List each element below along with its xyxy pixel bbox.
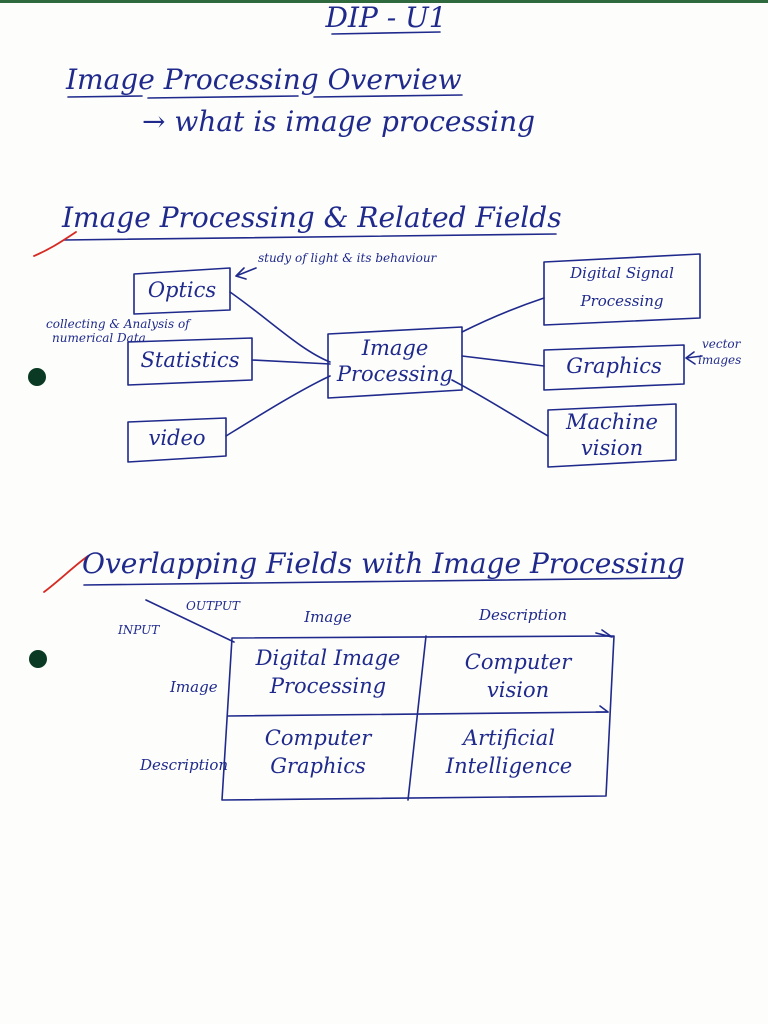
node-optics: Optics bbox=[147, 278, 217, 302]
note-statistics-line1: collecting & Analysis of bbox=[46, 317, 190, 331]
connector-statistics bbox=[251, 359, 331, 365]
cell-ai-line1: Artificial bbox=[462, 726, 556, 750]
cell-cg-line2: Graphics bbox=[270, 754, 366, 778]
row-header-description: Description bbox=[140, 756, 229, 774]
hole-punch-upper bbox=[28, 368, 46, 386]
related-heading: Image Processing & Related Fields bbox=[62, 201, 562, 234]
node-dsp-line2: Processing bbox=[580, 292, 664, 310]
overlap-heading: Overlapping Fields with Image Processing bbox=[82, 547, 685, 580]
overview-item: → what is image processing bbox=[142, 105, 536, 138]
input-output-diagonal bbox=[145, 599, 235, 643]
node-image-processing-line2: Processing bbox=[336, 362, 454, 386]
page-title: DIP - U1 bbox=[325, 1, 447, 34]
axis-input-label: INPUT bbox=[118, 623, 160, 637]
box-dsp bbox=[543, 253, 701, 326]
arrow-optics-note bbox=[235, 267, 257, 280]
box-graphics bbox=[543, 344, 685, 391]
node-machine-vision-line2: vision bbox=[580, 436, 644, 460]
overview-underline-1 bbox=[67, 95, 143, 98]
col-header-image: Image bbox=[304, 608, 352, 626]
cell-ai-line2: Intelligence bbox=[445, 754, 573, 778]
row-header-image: Image bbox=[170, 678, 218, 696]
cell-dip-line2: Processing bbox=[269, 674, 387, 698]
node-video: video bbox=[148, 426, 206, 450]
red-mark-related bbox=[33, 231, 77, 257]
title-underline bbox=[331, 31, 441, 35]
connector-graphics bbox=[461, 355, 545, 367]
connector-machine-vision bbox=[451, 379, 549, 437]
overview-underline-2 bbox=[147, 95, 299, 99]
overview-heading: Image Processing Overview bbox=[66, 63, 462, 96]
node-machine-vision-line1: Machine bbox=[566, 410, 658, 434]
col-arrow bbox=[595, 629, 613, 638]
box-statistics bbox=[127, 337, 253, 386]
box-video bbox=[127, 417, 227, 463]
overview-underline-3 bbox=[313, 94, 463, 98]
row-arrow bbox=[595, 705, 609, 713]
cell-dip-line1: Digital Image bbox=[255, 646, 401, 670]
arrow-graphics-note bbox=[685, 351, 703, 365]
connector-optics bbox=[229, 291, 331, 363]
cell-cv-line1: Computer bbox=[464, 650, 572, 674]
connector-dsp bbox=[461, 297, 545, 333]
node-statistics: Statistics bbox=[140, 348, 240, 372]
node-dsp-line1: Digital Signal bbox=[570, 264, 674, 282]
cell-cg-line1: Computer bbox=[264, 726, 372, 750]
node-graphics: Graphics bbox=[566, 354, 662, 378]
node-image-processing-line1: Image bbox=[361, 336, 429, 360]
red-mark-overlap bbox=[43, 555, 89, 593]
cell-cv-line2: vision bbox=[486, 678, 550, 702]
col-header-description: Description bbox=[478, 606, 568, 624]
axis-output-label: OUTPUT bbox=[186, 599, 240, 613]
table-vline bbox=[407, 635, 427, 801]
box-optics bbox=[133, 267, 231, 315]
related-underline bbox=[63, 233, 557, 241]
overlap-underline bbox=[83, 577, 677, 586]
hole-punch-lower bbox=[29, 650, 47, 668]
note-statistics-line2: numerical Data bbox=[52, 331, 146, 345]
note-optics: study of light & its behaviour bbox=[258, 251, 437, 265]
box-machine-vision bbox=[547, 403, 677, 468]
table-outer bbox=[221, 635, 615, 801]
page-top-edge bbox=[0, 0, 768, 3]
connector-video bbox=[225, 375, 331, 437]
note-graphics-line1: vector bbox=[702, 337, 741, 351]
note-graphics-line2: images bbox=[698, 353, 742, 367]
